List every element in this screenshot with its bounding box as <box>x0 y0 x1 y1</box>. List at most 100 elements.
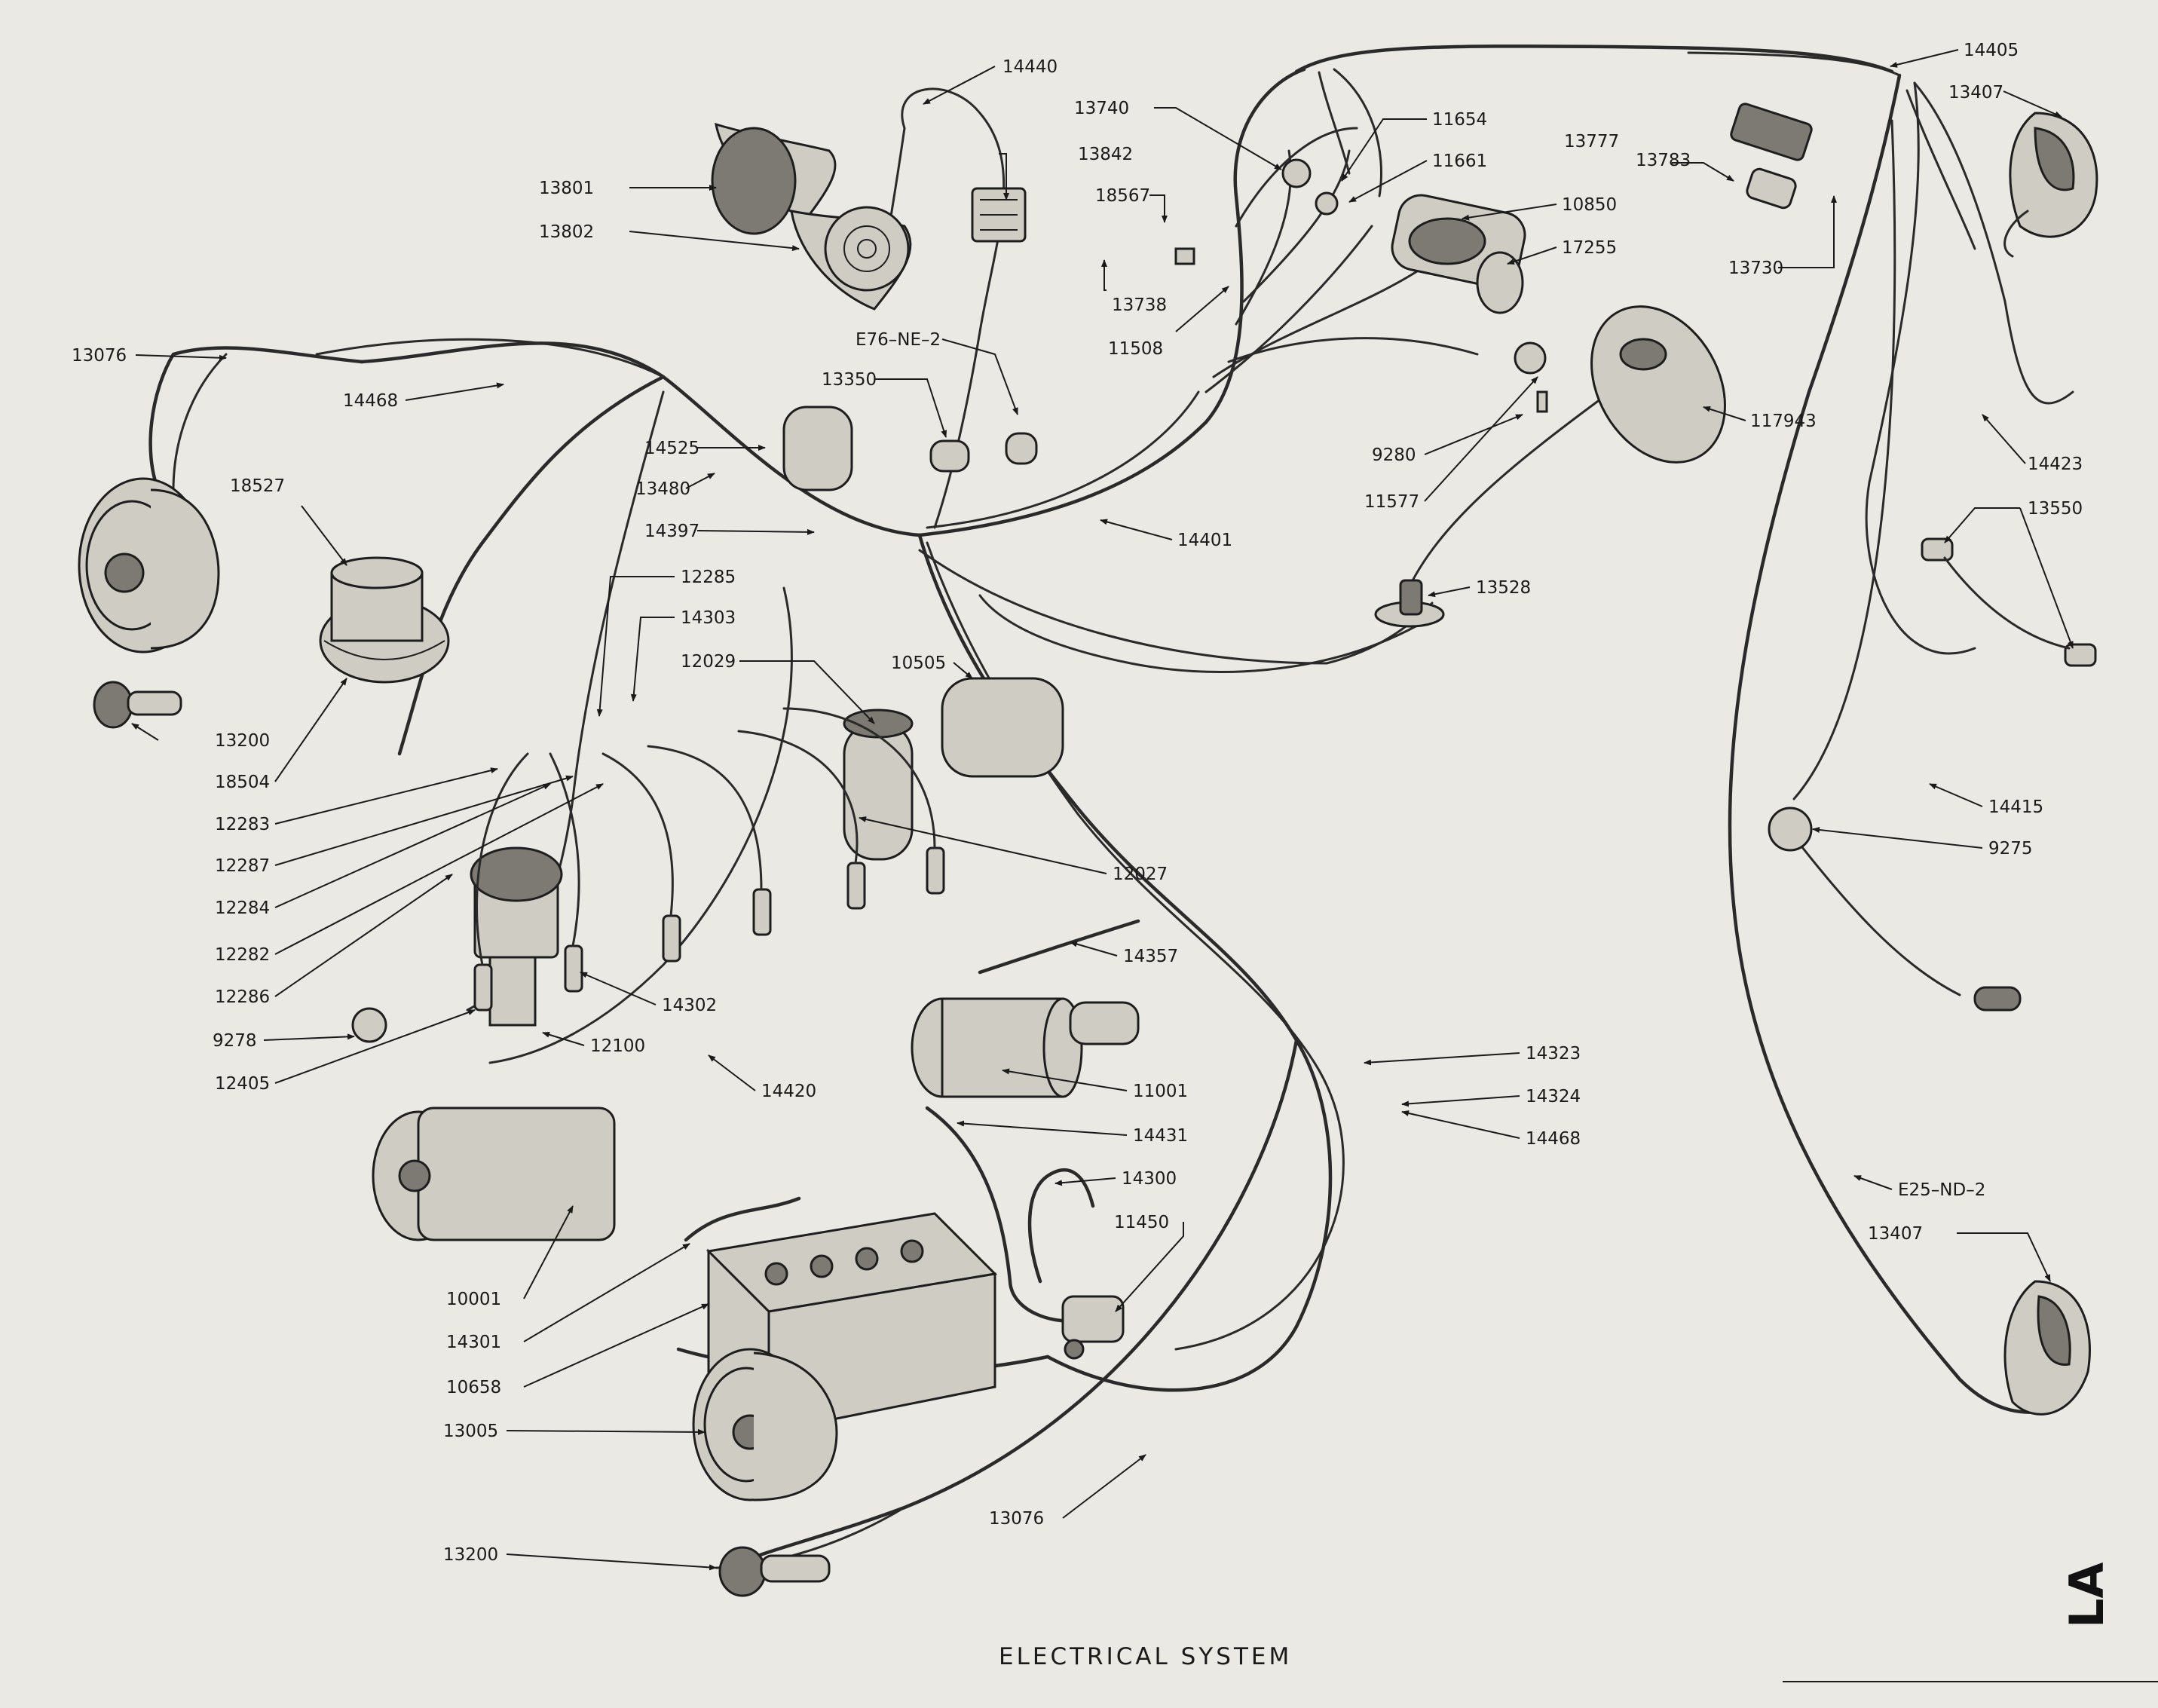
label-9275: 9275 <box>1988 839 2033 859</box>
label-13076-lower: 13076 <box>989 1509 1044 1529</box>
label-13407-lower: 13407 <box>1868 1224 1923 1244</box>
label-13802: 13802 <box>539 222 594 242</box>
label-14415: 14415 <box>1988 797 2043 817</box>
label-14423: 14423 <box>2028 455 2083 474</box>
label-13005: 13005 <box>443 1422 498 1441</box>
label-14301: 14301 <box>446 1333 501 1352</box>
label-10001: 10001 <box>446 1290 501 1309</box>
horn-relay-13842 <box>971 187 1027 243</box>
starter-switch-11450 <box>1061 1295 1125 1360</box>
label-14468-upper: 14468 <box>343 391 398 411</box>
label-13738: 13738 <box>1112 295 1167 315</box>
fuse-block-14525 <box>782 406 853 491</box>
generator-10001 <box>372 1107 616 1241</box>
label-17255: 17255 <box>1562 238 1617 258</box>
fuel-sender-9275 <box>1768 807 2022 1012</box>
label-11654: 11654 <box>1432 110 1487 130</box>
label-14303: 14303 <box>681 608 736 628</box>
label-12283: 12283 <box>215 815 270 834</box>
speedometer-117943 <box>1590 305 1726 464</box>
label-14440: 14440 <box>1002 57 1058 77</box>
dash-switches-11654-11661 <box>1174 158 1339 265</box>
label-13528: 13528 <box>1476 578 1531 598</box>
label-14397: 14397 <box>644 522 699 541</box>
label-12029: 12029 <box>681 652 736 672</box>
label-14324: 14324 <box>1526 1087 1581 1107</box>
instrument-cluster-10850-17255 <box>1391 194 1526 314</box>
diagram-title: ELECTRICAL SYSTEM <box>999 1643 1292 1670</box>
label-14300: 14300 <box>1122 1169 1177 1189</box>
label-117943: 117943 <box>1750 412 1817 431</box>
dimmer-switch-13528 <box>1374 579 1445 628</box>
voltage-regulator-10505 <box>941 677 1064 778</box>
label-11577: 11577 <box>1364 492 1419 512</box>
label-10505: 10505 <box>891 654 946 673</box>
label-13200-lower: 13200 <box>443 1545 498 1565</box>
label-9280: 9280 <box>1372 445 1416 465</box>
label-14357: 14357 <box>1123 947 1178 966</box>
label-14323: 14323 <box>1526 1044 1581 1064</box>
label-13076-upper: 13076 <box>72 346 127 366</box>
horn-button-13200-lower <box>718 1546 831 1597</box>
label-13407-upper: 13407 <box>1948 83 2003 103</box>
label-12027: 12027 <box>1113 865 1168 884</box>
label-10658: 10658 <box>446 1378 501 1397</box>
oil-pressure-switch-9278 <box>351 1007 387 1043</box>
label-14431: 14431 <box>1133 1126 1188 1146</box>
label-12282: 12282 <box>215 945 270 965</box>
label-18567: 18567 <box>1095 186 1150 206</box>
ignition-coil-12029 <box>843 709 914 861</box>
label-14468-lower: 14468 <box>1526 1129 1581 1149</box>
label-13842: 13842 <box>1078 145 1133 164</box>
label-13801: 13801 <box>539 179 594 198</box>
dome-lamp-13777-13783 <box>1730 103 1813 210</box>
label-12405: 12405 <box>215 1074 270 1094</box>
label-13480: 13480 <box>635 479 690 499</box>
label-13740: 13740 <box>1074 99 1129 118</box>
horn-button-13200-upper <box>93 681 182 729</box>
label-14401: 14401 <box>1177 531 1232 550</box>
starter-motor-11001 <box>911 997 1140 1098</box>
label-10850: 10850 <box>1562 195 1617 215</box>
distributor-cap-18504 <box>319 556 450 684</box>
label-12286: 12286 <box>215 987 270 1007</box>
distributor-12100 <box>470 846 563 1027</box>
label-11001: 11001 <box>1133 1082 1188 1101</box>
rear-lamp-upper-13407 <box>2003 112 2098 258</box>
plate-lamp-13550 <box>1921 537 2097 667</box>
label-12287: 12287 <box>215 856 270 876</box>
horn-relay-13350 <box>929 432 1038 473</box>
label-12285: 12285 <box>681 568 736 587</box>
spark-plugs <box>473 707 945 1012</box>
label-9278: 9278 <box>213 1031 257 1051</box>
horns-13801-13802 <box>711 122 912 311</box>
page-marker: LA <box>2059 1562 2114 1628</box>
label-13200-upper: 13200 <box>215 731 270 751</box>
label-14420: 14420 <box>761 1082 816 1101</box>
label-18504: 18504 <box>215 773 270 792</box>
headlamp-left-upper <box>78 477 220 654</box>
ignition-switch-11577 <box>1514 341 1548 413</box>
label-e25-nd-2: E25–ND–2 <box>1898 1180 1985 1200</box>
part-labels: 14440 13740 13842 13801 13802 18567 1373… <box>72 41 2083 1565</box>
label-11508: 11508 <box>1108 339 1163 359</box>
leader-lines <box>131 49 2074 1571</box>
label-12284: 12284 <box>215 898 270 918</box>
label-11450: 11450 <box>1114 1213 1169 1232</box>
label-13730: 13730 <box>1728 259 1783 278</box>
rear-lamp-lower-13407 <box>2003 1280 2091 1416</box>
label-11661: 11661 <box>1432 152 1487 171</box>
label-13550: 13550 <box>2028 499 2083 519</box>
label-12100: 12100 <box>590 1036 645 1056</box>
label-14525: 14525 <box>644 439 699 458</box>
label-e76-ne-2: E76–NE–2 <box>856 330 941 350</box>
label-14405: 14405 <box>1964 41 2019 60</box>
label-13350: 13350 <box>822 370 877 390</box>
label-14302: 14302 <box>662 996 717 1015</box>
headlamp-lower-13005 <box>692 1348 838 1501</box>
label-13783: 13783 <box>1636 151 1691 170</box>
label-18527: 18527 <box>230 476 285 496</box>
label-13777: 13777 <box>1564 132 1619 152</box>
